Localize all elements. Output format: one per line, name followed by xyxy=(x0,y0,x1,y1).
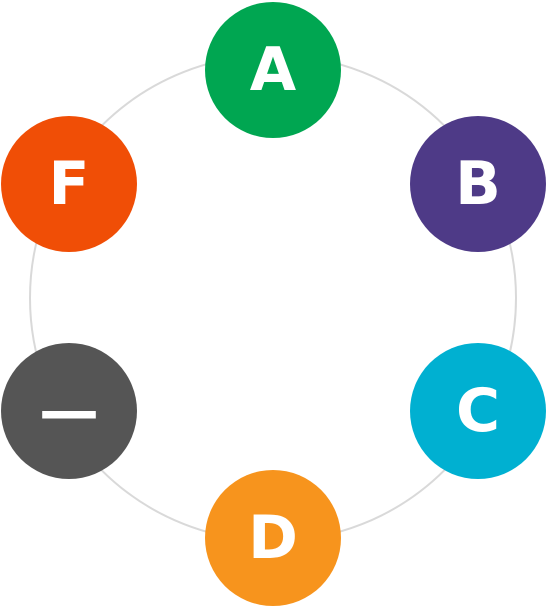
node-f: F xyxy=(1,116,137,252)
node-b-circle xyxy=(410,116,546,252)
node-b: B xyxy=(410,116,546,252)
node-d-label: D xyxy=(248,503,298,573)
node-e-circle xyxy=(1,343,137,479)
node-c: C xyxy=(410,343,546,479)
node-c-circle xyxy=(410,343,546,479)
node-d-circle xyxy=(205,470,341,606)
node-f-label: F xyxy=(49,149,90,219)
node-e: — xyxy=(1,343,137,479)
node-d: D xyxy=(205,470,341,606)
node-b-label: B xyxy=(455,149,501,219)
node-a-label: A xyxy=(250,35,297,105)
node-a: A xyxy=(205,2,341,138)
node-c-label: C xyxy=(456,376,500,446)
node-f-circle xyxy=(1,116,137,252)
node-a-circle xyxy=(205,2,341,138)
node-e-label: — xyxy=(39,376,99,446)
